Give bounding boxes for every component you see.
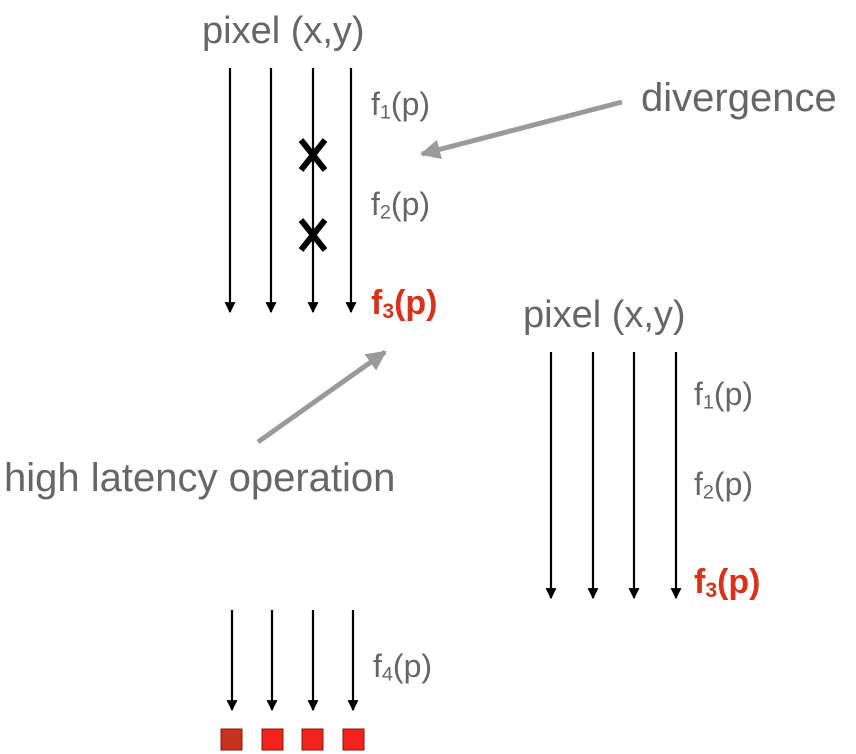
coherent-group-title: pixel (x,y) [523, 294, 686, 336]
final-thread-arrows [226, 610, 359, 712]
diverged-group-title: pixel (x,y) [202, 10, 365, 52]
red-square-icon [342, 728, 365, 751]
red-square-icon [261, 728, 284, 751]
red-square-icon [220, 728, 243, 751]
red-square-icon [301, 728, 324, 751]
diverged-f2-label: f2(p) [371, 186, 431, 224]
x-mark-icon [298, 218, 328, 252]
diverged-f1-label: f1(p) [371, 86, 431, 124]
divergence-pointer-arrow [420, 99, 623, 160]
latency-annotation: high latency operation [4, 456, 396, 500]
coherent-f3-label: f3(p) [694, 563, 761, 602]
diverged-f3-label: f3(p) [371, 284, 438, 323]
output-pixel-squares [220, 728, 365, 751]
coherent-thread-arrows [545, 352, 682, 600]
final-f4-label: f4(p) [373, 648, 433, 686]
x-mark-icon [298, 138, 328, 172]
diverged-thread-arrows [224, 68, 357, 314]
coherent-f2-label: f2(p) [694, 466, 754, 504]
coherent-f1-label: f1(p) [694, 376, 754, 414]
latency-pointer-arrow [256, 349, 387, 445]
divergence-annotation: divergence [641, 76, 837, 120]
